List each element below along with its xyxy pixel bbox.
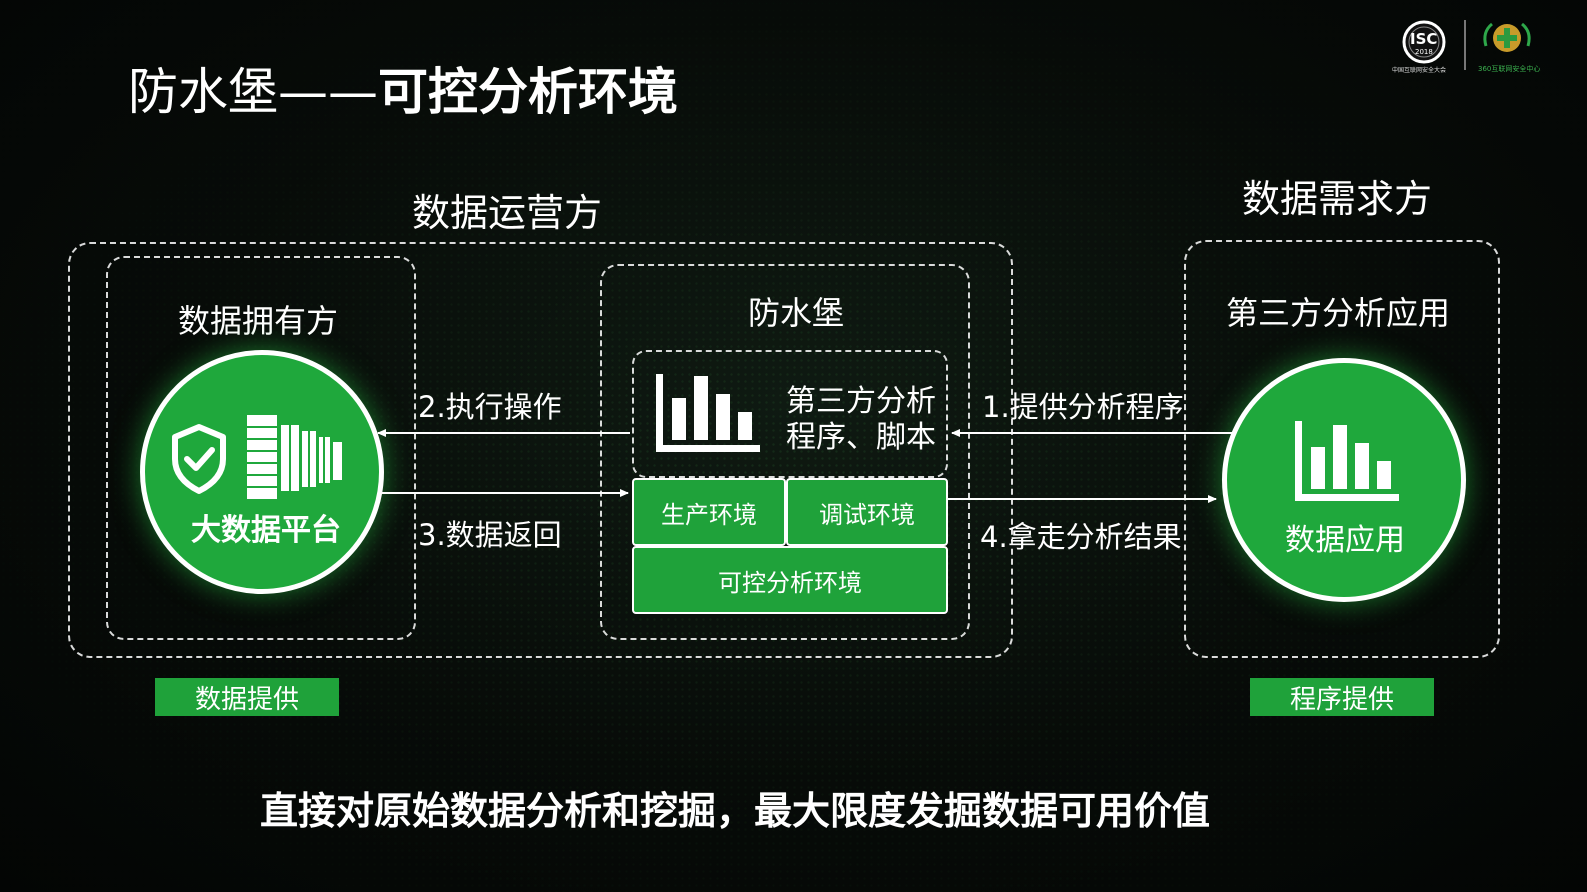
demander-heading: 数据需求方 — [1242, 177, 1433, 221]
program-provision-label: 程序提供 — [1289, 684, 1394, 715]
bar-chart-icon — [656, 372, 762, 458]
big-data-platform-circle: 大数据平台 — [140, 350, 384, 594]
security-center-logo: 360互联网安全中心 — [1478, 16, 1540, 76]
debug-env-label: 调试环境 — [819, 500, 915, 529]
owner-container — [106, 256, 416, 640]
data-provision-label: 数据提供 — [194, 684, 299, 715]
flow-step3-label: 3.数据返回 — [418, 518, 562, 552]
production-env-label: 生产环境 — [661, 500, 757, 529]
sandbox-title: 防水堡 — [748, 294, 845, 332]
controlled-env-label: 可控分析环境 — [718, 568, 862, 597]
page-title: 防水堡——可控分析环境 — [128, 52, 678, 124]
server-rack-icon — [241, 411, 351, 505]
isc-logo: ISC 2018 中国互联网安全大会 — [1392, 18, 1452, 74]
bar-chart-icon — [1295, 419, 1401, 507]
program-provision-tag: 程序提供 — [1250, 678, 1434, 716]
controlled-env-box: 可控分析环境 — [632, 546, 948, 614]
isc-logo-caption: 中国互联网安全大会 — [1392, 67, 1447, 74]
script-label-line2: 程序、脚本 — [786, 420, 936, 455]
flow-step1-label: 1.提供分析程序 — [982, 390, 1184, 424]
page-title-bold: 可控分析环境 — [378, 63, 678, 121]
logo-divider — [1464, 20, 1466, 70]
data-application-circle: 数据应用 — [1222, 358, 1466, 602]
operator-heading: 数据运营方 — [412, 191, 603, 235]
flow-step4-label: 4.拿走分析结果 — [980, 520, 1182, 554]
big-data-platform-label: 大数据平台 — [191, 513, 341, 548]
isc-logo-text: ISC — [1410, 30, 1438, 48]
data-application-label: 数据应用 — [1285, 523, 1405, 558]
production-env-box: 生产环境 — [632, 478, 786, 546]
data-provision-tag: 数据提供 — [155, 678, 339, 716]
operator-container — [68, 242, 1013, 658]
page-title-light: 防水堡—— — [128, 63, 378, 121]
script-container — [632, 350, 948, 478]
owner-title: 数据拥有方 — [178, 302, 339, 340]
shield-check-icon — [169, 423, 229, 499]
flow-step2-label: 2.执行操作 — [418, 390, 562, 424]
script-label-line1: 第三方分析 — [786, 384, 936, 419]
isc-logo-year: 2018 — [1415, 48, 1433, 56]
security-center-caption: 360互联网安全中心 — [1478, 65, 1541, 73]
demander-container — [1184, 240, 1500, 658]
footer-statement: 直接对原始数据分析和挖掘，最大限度发掘数据可用价值 — [260, 789, 1211, 833]
app-title: 第三方分析应用 — [1226, 294, 1451, 332]
debug-env-box: 调试环境 — [786, 478, 948, 546]
sandbox-container — [600, 264, 970, 640]
